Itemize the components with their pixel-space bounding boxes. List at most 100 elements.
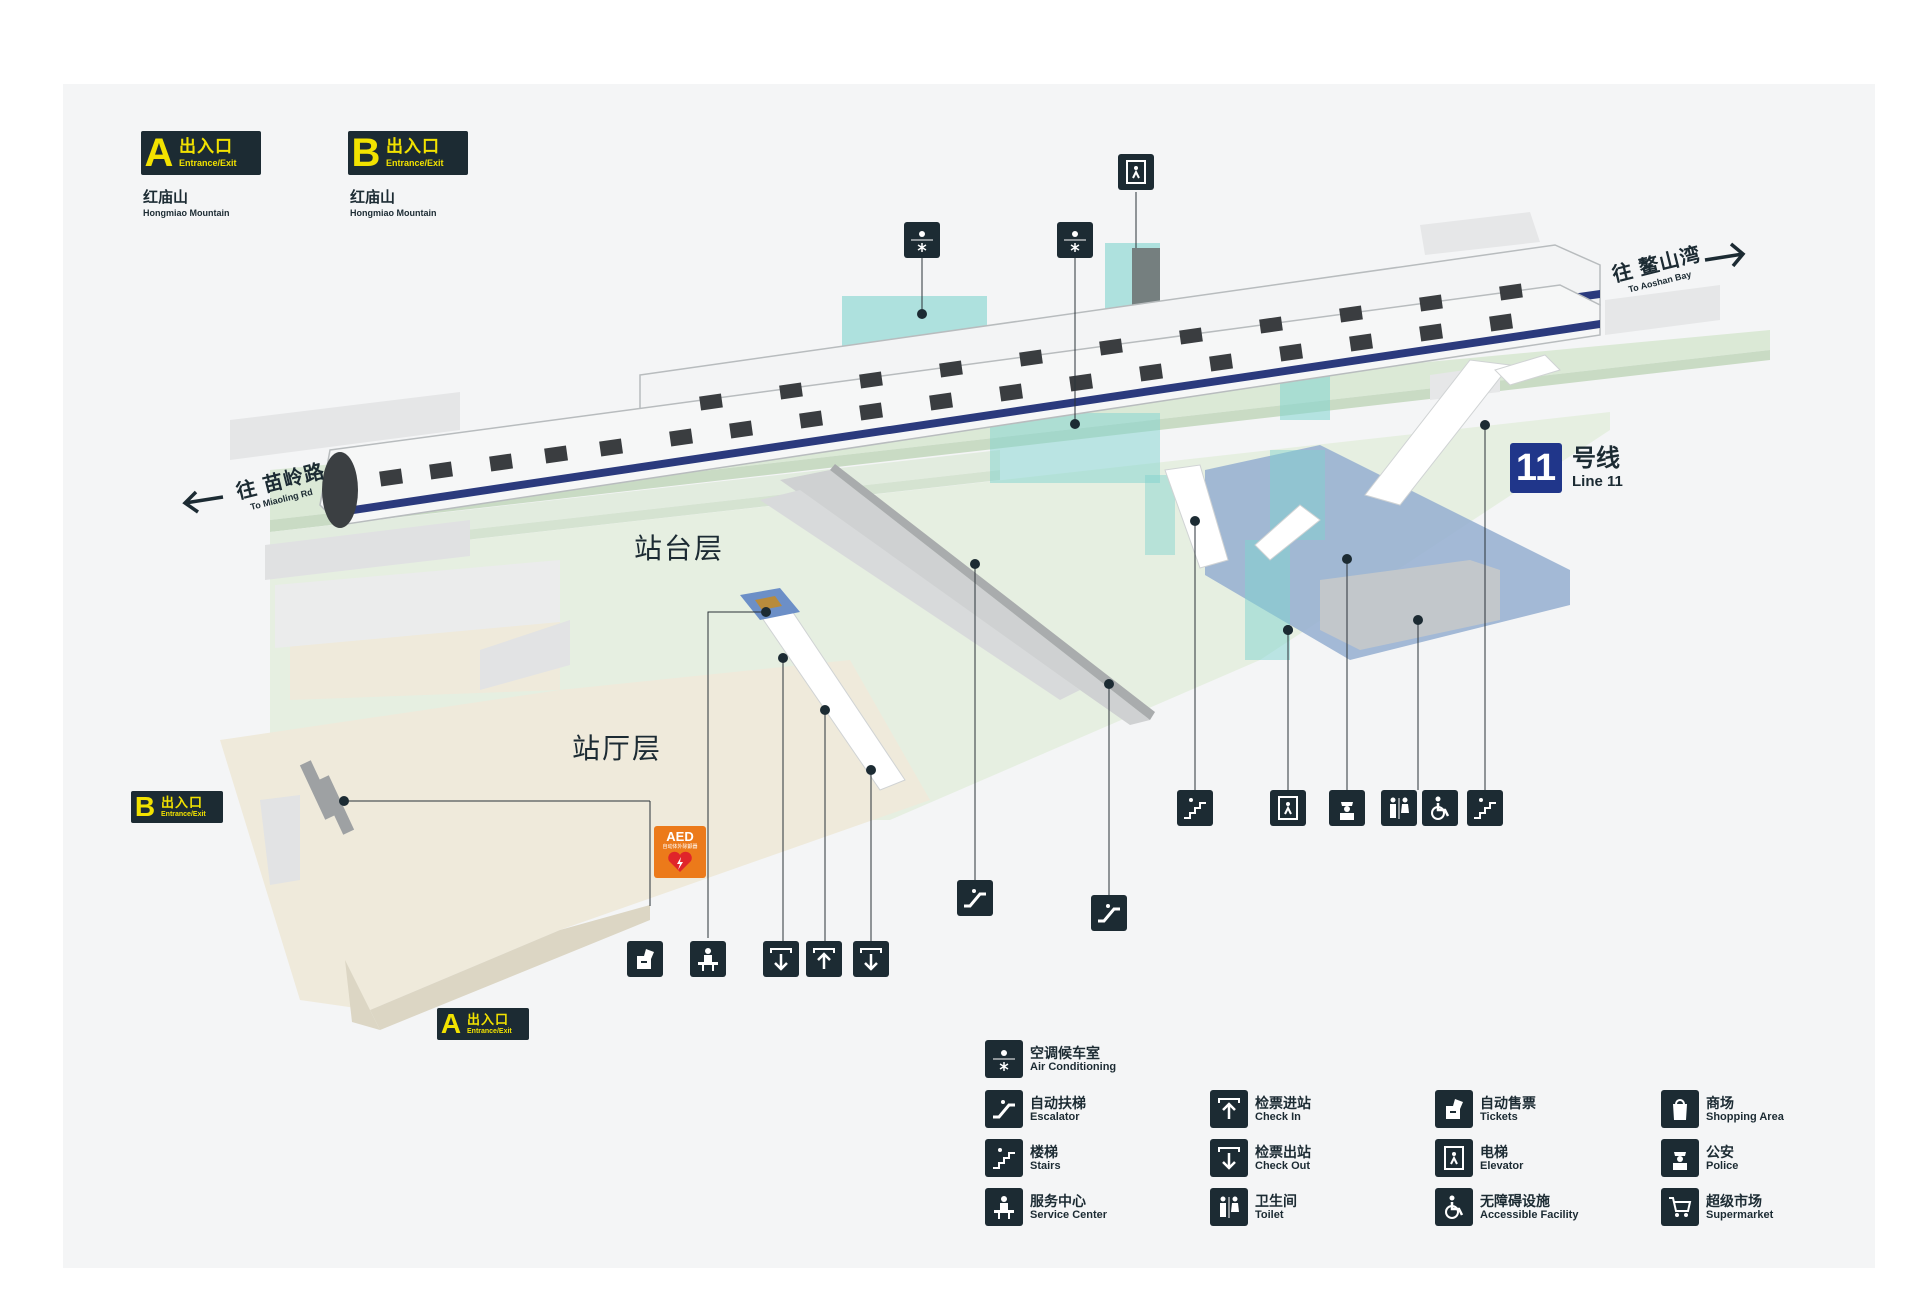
- legend-label-zh: 服务中心: [1030, 1192, 1086, 1209]
- legend-label-zh: 自动售票: [1480, 1094, 1536, 1111]
- accessible-icon: [1422, 790, 1458, 826]
- elevator-icon: [1118, 154, 1154, 190]
- exit-b-en: Entrance/Exit: [386, 158, 444, 168]
- arrow-left-icon: [182, 490, 224, 514]
- train-front: [319, 284, 1601, 528]
- escalator-shape-2: [760, 490, 1080, 700]
- exit-b-badge: B 出入口 Entrance/Exit: [348, 131, 468, 175]
- escalator-shape-1: [780, 470, 1150, 725]
- escalator-icon: [1091, 895, 1127, 931]
- ticket-machine-icon: [627, 941, 663, 977]
- legend-label-en: Accessible Facility: [1480, 1208, 1579, 1221]
- accessible-icon: [1435, 1188, 1473, 1226]
- police-icon: [1661, 1139, 1699, 1177]
- legend-label-zh: 楼梯: [1030, 1143, 1058, 1160]
- aed-sign: AED 自动体外除颤器: [654, 826, 706, 878]
- escalator-icon: [985, 1090, 1023, 1128]
- exit-a-map-en: Entrance/Exit: [467, 1028, 512, 1035]
- legend-label-zh: 超级市场: [1706, 1192, 1762, 1209]
- exit-a-badge: A 出入口 Entrance/Exit: [141, 131, 261, 175]
- line-number: 11: [1510, 443, 1562, 493]
- legend-label-en: Toilet: [1255, 1208, 1284, 1221]
- exit-a-map-letter: A: [440, 1008, 462, 1039]
- concourse-level-label: 站厅层: [572, 733, 663, 764]
- legend-label-en: Escalator: [1030, 1110, 1080, 1123]
- exit-b-location-en: Hongmiao Mountain: [350, 208, 437, 218]
- aed-title: AED: [666, 829, 694, 844]
- legend-label-en: Check In: [1255, 1110, 1301, 1123]
- check-in-icon: [1210, 1090, 1248, 1128]
- exit-a-zh: 出入口: [179, 137, 233, 156]
- exit-a-map-zh: 出入口: [467, 1012, 510, 1027]
- legend-label-en: Elevator: [1480, 1159, 1524, 1172]
- train-windows: [379, 283, 1523, 487]
- legend-label-zh: 商场: [1706, 1094, 1734, 1111]
- exit-b-zh: 出入口: [386, 137, 440, 156]
- legend-label-zh: 检票出站: [1255, 1143, 1311, 1160]
- legend-label-en: Shopping Area: [1706, 1110, 1784, 1123]
- arrow-right-icon: [1704, 242, 1746, 268]
- shopping-icon: [1661, 1090, 1699, 1128]
- police-icon: [1329, 790, 1365, 826]
- line-11-badge: 11 号线 Line 11: [1510, 443, 1623, 493]
- legend-label-zh: 电梯: [1480, 1143, 1508, 1160]
- line-zh: 号线: [1572, 445, 1620, 472]
- stairs-icon: [985, 1139, 1023, 1177]
- legend-label-en: Check Out: [1255, 1159, 1311, 1172]
- ticket-machine-icon: [1435, 1090, 1473, 1128]
- supermarket-icon: [1661, 1188, 1699, 1226]
- line-en: Line 11: [1572, 473, 1623, 490]
- legend-label-zh: 卫生间: [1255, 1192, 1297, 1209]
- escalator-icon: [957, 880, 993, 916]
- concourse-slab: [220, 660, 930, 1010]
- elevator-icon: [1435, 1139, 1473, 1177]
- legend-label-en: Service Center: [1030, 1208, 1108, 1221]
- check-out-icon: [1210, 1139, 1248, 1177]
- leader-lines: [344, 192, 1486, 942]
- elevator-icon: [1270, 790, 1306, 826]
- exit-a-en: Entrance/Exit: [179, 158, 237, 168]
- exit-b-location-zh: 红庙山: [350, 189, 396, 206]
- legend-label-zh: 空调候车室: [1030, 1044, 1100, 1061]
- air-conditioning-icon: [985, 1040, 1023, 1078]
- service-center-icon: [690, 941, 726, 977]
- stairs-icon: [1467, 790, 1503, 826]
- check-in-icon: [806, 941, 842, 977]
- check-out-icon: [853, 941, 889, 977]
- exit-a-location: 红庙山 Hongmiao Mountain: [143, 189, 230, 219]
- legend-label-en: Air Conditioning: [1030, 1060, 1117, 1073]
- service-center-icon: [985, 1188, 1023, 1226]
- exit-a-letter: A: [144, 131, 174, 175]
- legend-label-zh: 无障碍设施: [1480, 1192, 1550, 1209]
- legend-label-zh: 自动扶梯: [1030, 1094, 1086, 1111]
- legend-label-en: Tickets: [1480, 1110, 1518, 1123]
- heart-icon: [668, 851, 692, 872]
- exit-b-letter: B: [351, 131, 381, 175]
- check-out-icon: [763, 941, 799, 977]
- stairs-icon: [1177, 790, 1213, 826]
- air-conditioning-icon: [904, 222, 940, 258]
- toilet-icon: [1381, 790, 1417, 826]
- concourse-gates: [299, 760, 355, 835]
- exit-b-map-letter: B: [134, 791, 156, 822]
- exit-a-location-zh: 红庙山: [143, 189, 189, 206]
- legend-label-zh: 检票进站: [1255, 1094, 1311, 1111]
- exit-b-map-en: Entrance/Exit: [161, 811, 206, 818]
- air-conditioning-icon: [1057, 222, 1093, 258]
- platform-level-label: 站台层: [634, 533, 725, 564]
